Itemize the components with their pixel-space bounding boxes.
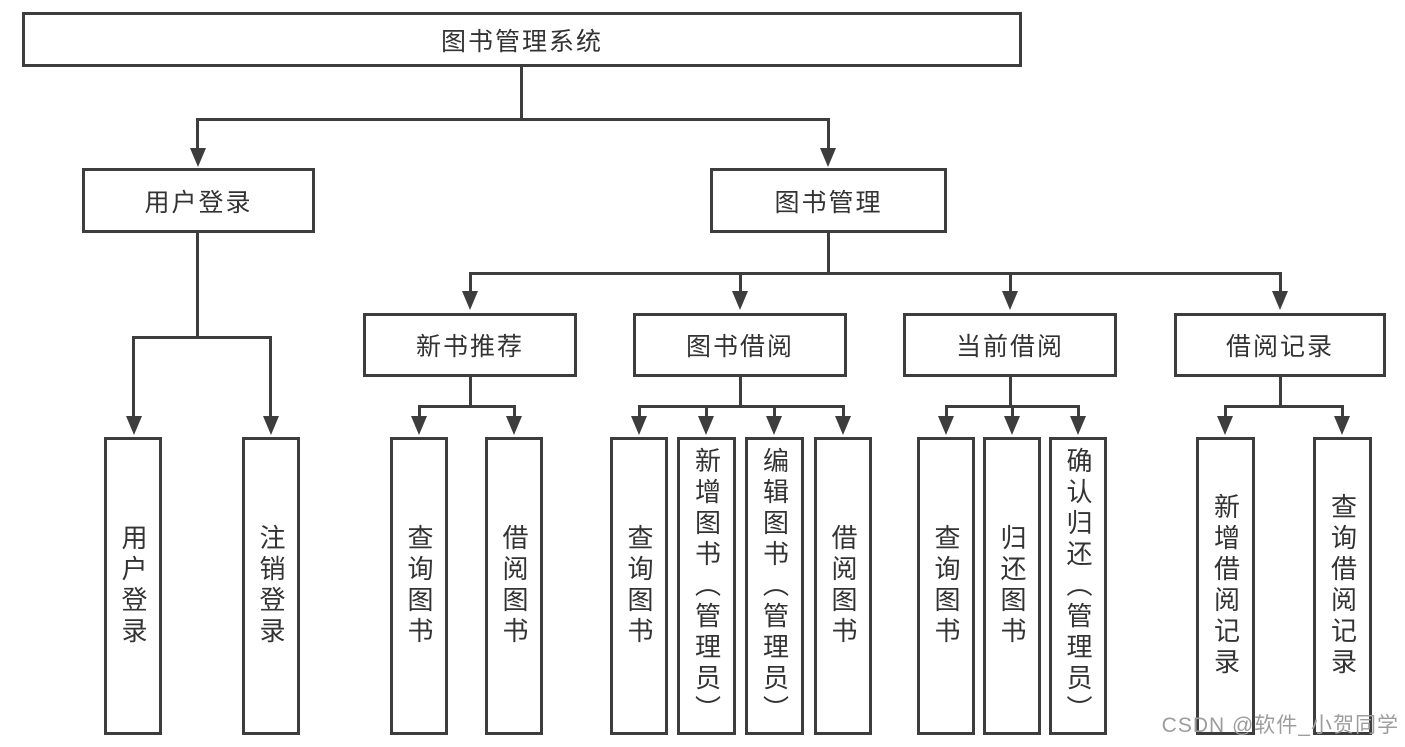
arrow-down-icon [732, 291, 748, 310]
connector-line [1224, 405, 1227, 419]
node-book-management: 图书管理 [710, 168, 947, 233]
node-library-management-system: 图书管理系统 [22, 12, 1022, 67]
leaf-borrow-books-recommend: 借阅图书 [485, 437, 543, 735]
connector-line [705, 405, 708, 419]
connector-line [269, 336, 272, 417]
connector-line [1077, 405, 1080, 419]
connector-line [827, 118, 830, 150]
connector-line [1279, 377, 1282, 406]
connector-line [513, 405, 516, 419]
connector-line [469, 377, 472, 406]
leaf-label: 用户登录 [118, 524, 148, 648]
arrow-down-icon [1070, 416, 1086, 435]
connector-line [418, 405, 516, 408]
connector-line [773, 405, 776, 419]
arrow-down-icon [1002, 291, 1018, 310]
leaf-edit-book-admin: 编辑图书（管理员） [745, 437, 804, 735]
arrow-down-icon [462, 291, 478, 310]
node-borrowing-records: 借阅记录 [1174, 313, 1386, 377]
leaf-label: 注销登录 [256, 524, 286, 648]
arrow-down-icon [263, 416, 279, 435]
arrow-down-icon [698, 416, 714, 435]
connector-line [520, 67, 523, 118]
arrow-down-icon [938, 416, 954, 435]
leaf-label: 归还图书 [997, 524, 1027, 648]
arrow-down-icon [190, 148, 206, 167]
leaf-add-book-admin: 新增图书（管理员） [677, 437, 736, 735]
node-user-login: 用户登录 [82, 168, 315, 233]
connector-line [739, 377, 742, 406]
node-current-borrowing: 当前借阅 [903, 313, 1117, 377]
leaf-query-books-current: 查询图书 [917, 437, 975, 735]
leaf-query-borrow-record: 查询借阅记录 [1313, 437, 1372, 735]
arrow-down-icon [1004, 416, 1020, 435]
leaf-label: 查询图书 [404, 524, 434, 648]
leaf-user-login: 用户登录 [104, 437, 162, 735]
leaf-add-borrow-record: 新增借阅记录 [1196, 437, 1255, 735]
connector-line [196, 118, 830, 121]
arrow-down-icon [766, 416, 782, 435]
connector-line [1279, 272, 1282, 294]
leaf-borrow-books: 借阅图书 [814, 437, 872, 735]
connector-line [638, 405, 845, 408]
leaf-label: 确认归还（管理员） [1063, 446, 1093, 726]
leaf-label: 新增图书（管理员） [691, 446, 722, 726]
connector-line [827, 233, 830, 272]
connector-line [196, 118, 199, 150]
connector-line [638, 405, 641, 419]
connector-line [1224, 405, 1344, 408]
connector-line [1009, 377, 1012, 406]
arrow-down-icon [1272, 291, 1288, 310]
leaf-label: 借阅图书 [828, 524, 858, 648]
node-book-borrowing: 图书借阅 [633, 313, 847, 377]
arrow-down-icon [835, 416, 851, 435]
leaf-query-books-recommend: 查询图书 [390, 437, 448, 735]
connector-line [418, 405, 421, 419]
connector-line [842, 405, 845, 419]
leaf-label: 编辑图书（管理员） [759, 446, 790, 726]
leaf-query-books-borrowing: 查询图书 [610, 437, 668, 735]
leaf-label: 查询借阅记录 [1327, 493, 1358, 679]
arrow-down-icon [820, 148, 836, 167]
leaf-return-books: 归还图书 [983, 437, 1041, 735]
node-new-book-recommend: 新书推荐 [363, 313, 577, 377]
connector-line [1011, 405, 1014, 419]
leaf-label: 查询图书 [931, 524, 961, 648]
leaf-label: 借阅图书 [499, 524, 529, 648]
csdn-watermark: CSDN @软件_小贺同学 [1161, 714, 1399, 737]
arrow-down-icon [506, 416, 522, 435]
connector-line [132, 336, 272, 339]
connector-line [196, 233, 199, 337]
leaf-label: 查询图书 [624, 524, 654, 648]
connector-line [1009, 272, 1012, 294]
leaf-confirm-return-admin: 确认归还（管理员） [1049, 437, 1107, 735]
connector-line [469, 272, 1281, 275]
connector-line [1341, 405, 1344, 419]
connector-line [945, 405, 948, 419]
connector-line [132, 336, 135, 417]
arrow-down-icon [1217, 416, 1233, 435]
leaf-logout: 注销登录 [242, 437, 300, 735]
arrow-down-icon [126, 416, 142, 435]
arrow-down-icon [1334, 416, 1350, 435]
arrow-down-icon [631, 416, 647, 435]
connector-line [469, 272, 472, 294]
leaf-label: 新增借阅记录 [1210, 493, 1241, 679]
connector-line [739, 272, 742, 294]
arrow-down-icon [411, 416, 427, 435]
